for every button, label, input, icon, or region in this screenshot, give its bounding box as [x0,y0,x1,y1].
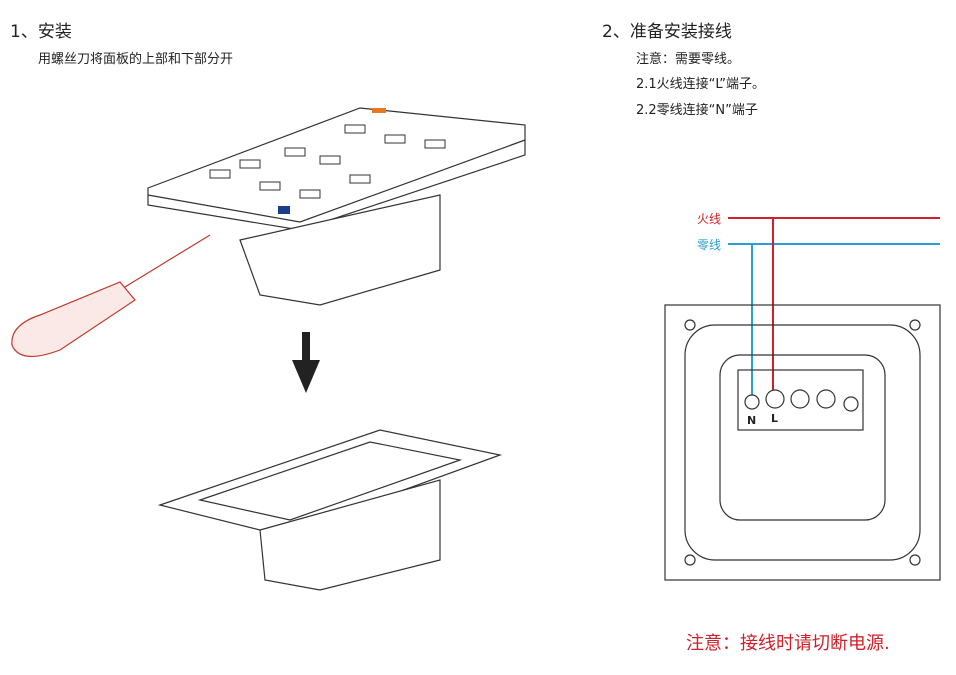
switch-panel-illustration [147,107,526,306]
down-arrow-icon [292,332,320,393]
step1-desc: 用螺丝刀将面板的上部和下部分开 [38,52,234,67]
step2-note-2: 2.2零线连接“N”端子 [636,103,758,118]
wiring-diagram [664,217,941,581]
step2-note-0: 注意：需要零线。 [636,52,741,67]
terminal-l-label: L [771,412,779,425]
step2-title: 2、准备安装接线 [602,22,732,42]
power-off-warning: 注意：接线时请切断电源. [686,633,890,654]
terminal-n-label: N [747,414,757,427]
step2-note-1: 2.1火线连接“L”端子。 [636,77,765,92]
neutral-wire-label: 零线 [697,238,722,252]
live-wire-label: 火线 [697,212,722,226]
step1-title: 1、安装 [10,22,72,42]
base-plate-illustration [157,429,503,591]
screwdriver-illustration [11,234,211,357]
